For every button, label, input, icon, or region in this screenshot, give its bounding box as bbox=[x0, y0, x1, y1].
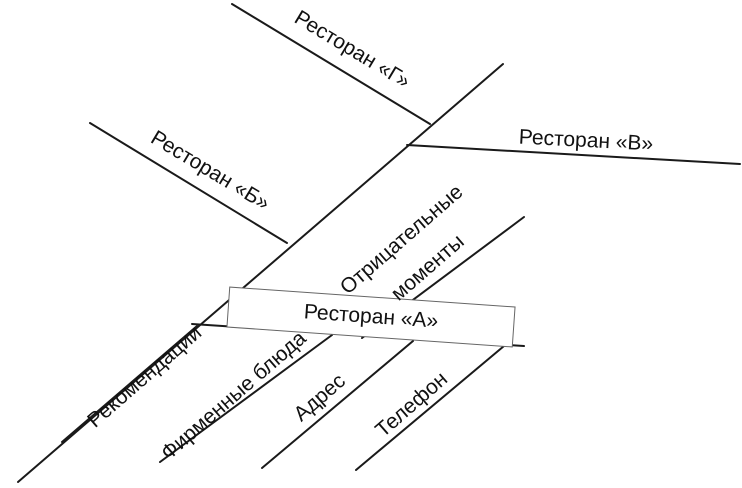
branch-line-phone bbox=[355, 345, 505, 471]
branch-line-signature-dishes bbox=[159, 334, 333, 463]
phone-label: Телефон bbox=[371, 367, 452, 442]
branch-line-restaurant-g bbox=[231, 3, 431, 125]
branch-line-restaurant-b bbox=[89, 122, 288, 244]
restaurant-a-box bbox=[226, 286, 516, 348]
branch-line-recommendations bbox=[61, 325, 198, 443]
restaurant-b-label: Ресторан «Б» bbox=[147, 126, 274, 215]
address-label: Адрес bbox=[289, 369, 349, 426]
restaurant-v-label: Ресторан «В» bbox=[518, 125, 654, 155]
main-spine-line bbox=[17, 63, 504, 483]
branch-line-address bbox=[261, 340, 414, 469]
branch-line-restaurant-v bbox=[406, 144, 741, 165]
recommendations-label: Рекомендации bbox=[83, 321, 206, 432]
